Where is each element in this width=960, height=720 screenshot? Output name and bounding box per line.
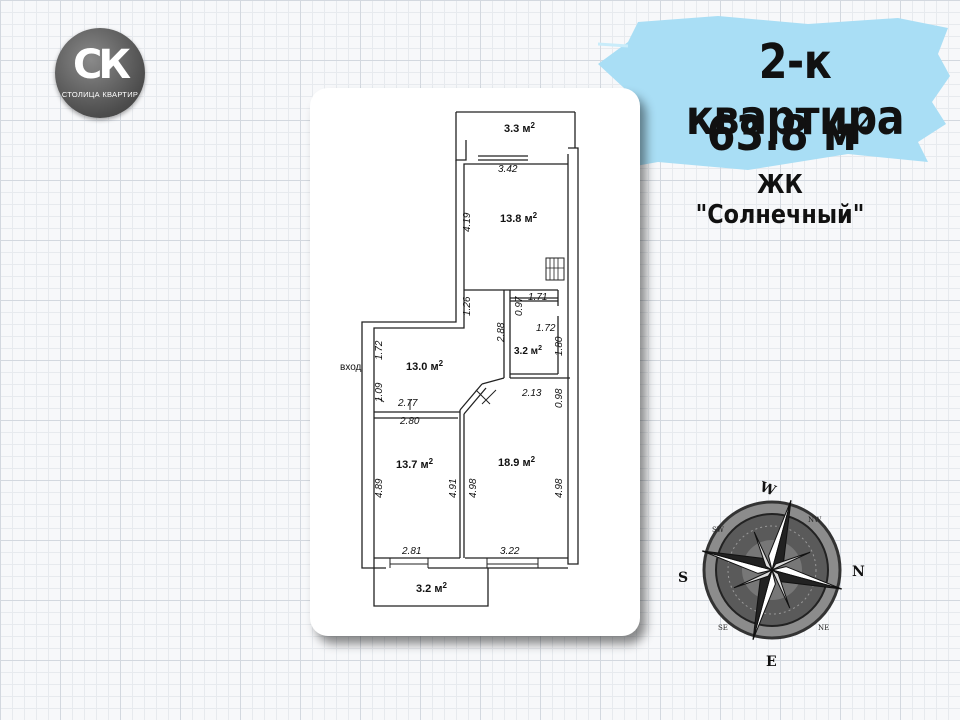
area-value: 63.8 м [706,106,857,162]
dim-1-09: 1.09 [374,382,385,402]
dim-4-89: 4.89 [374,478,385,498]
compass-s: S [678,570,688,586]
room-area-southwest: 13.7 м2 [396,457,434,471]
dim-2-13: 2.13 [521,388,542,399]
dim-2-88: 2.88 [496,322,507,343]
room-area-bathroom: 3.2 м2 [514,345,542,357]
logo-mark: СК [72,42,131,88]
dim-1-72-bath: 1.72 [536,323,556,334]
compass-w: W [757,479,778,500]
dim-4-98-left: 4.98 [468,478,479,498]
dim-0-97: 0.97 [514,296,525,316]
logo-caption: СТОЛИЦА КВАРТИР [61,90,139,99]
room-area-balcony-top: 3.3 м2 [504,121,536,135]
dim-3-42: 3.42 [498,164,518,175]
dim-4-91: 4.91 [448,479,459,498]
dim-2-80: 2.80 [399,416,420,427]
dim-1-72-hall: 1.72 [374,340,385,360]
dim-1-80: 1.80 [554,336,565,356]
dim-1-71: 1.71 [528,292,547,303]
compass-ne: NE [818,624,829,632]
area-unit-superscript: 2 [856,102,874,137]
apartment-type-title: 2-к квартира [685,34,905,146]
floor-plan-card [310,88,640,636]
compass-se: SE [718,624,728,632]
dim-0-98: 0.98 [554,388,565,408]
residential-complex-name: ЖК "Солнечный" [695,170,865,230]
company-logo: СК СТОЛИЦА КВАРТИР [55,28,145,118]
room-area-hallway: 13.0 м2 [406,359,444,373]
compass-sw: SW [712,526,725,534]
dim-3-22: 3.22 [500,546,520,557]
dim-2-77: 2.77 [397,398,418,409]
room-area-balcony-bottom: 3.2 м2 [416,581,448,595]
entrance-label: вход [340,362,362,373]
dim-4-98-right: 4.98 [554,478,565,498]
dim-1-26: 1.26 [462,296,473,316]
compass-rose: W N S E NW SW NE SE [678,479,865,670]
apartment-area: 63.8 м2 [704,102,876,162]
dim-2-81: 2.81 [401,546,421,557]
room-area-southeast: 18.9 м2 [498,455,536,469]
room-area-north: 13.8 м2 [500,211,538,225]
compass-nw: NW [808,516,822,524]
compass-n: N [852,564,865,580]
floor-plan: вход 3.3 м2 13.8 м2 13.0 м2 3.2 м2 13.7 … [340,111,579,607]
compass-e: E [766,654,777,670]
dim-4-19: 4.19 [462,212,473,232]
